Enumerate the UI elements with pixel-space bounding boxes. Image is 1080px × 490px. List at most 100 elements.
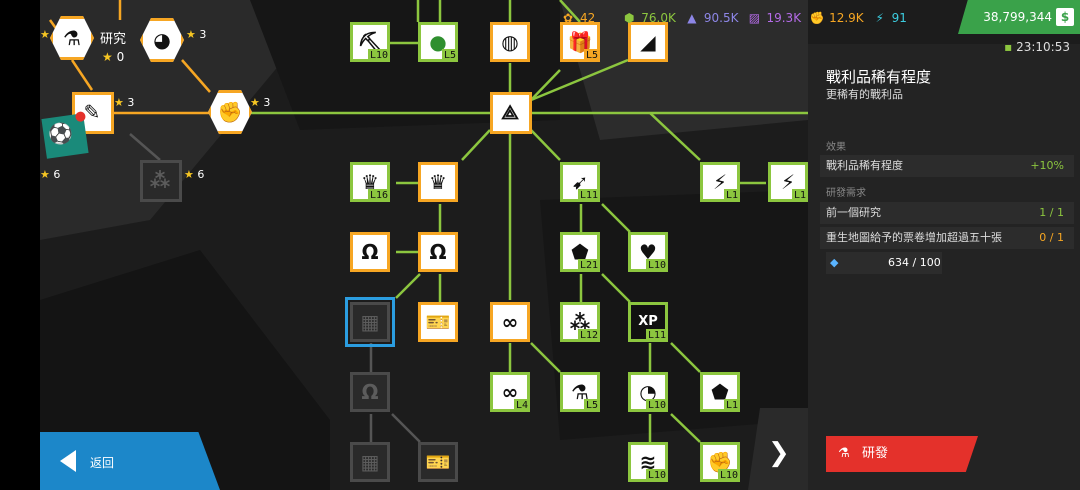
node-rocket[interactable]: ➹L11	[560, 162, 600, 202]
rocket-icon: ➹	[571, 170, 589, 194]
level-badge: L1	[723, 399, 740, 412]
fist-icon: ✊	[217, 100, 243, 124]
node-crown[interactable]: ♛	[418, 162, 458, 202]
node-mountain[interactable]: ◢	[628, 22, 668, 62]
level-badge: L16	[367, 189, 390, 202]
tickets-icon: 🎫	[425, 310, 451, 334]
heart-icon: ♥	[639, 240, 657, 264]
level-badge: L11	[577, 189, 600, 202]
level-badge: L10	[367, 49, 390, 62]
node-shield[interactable]: ⬟L21	[560, 232, 600, 272]
node-crown-gift[interactable]: ♛L16	[350, 162, 390, 202]
star-count-c: ★ 3	[114, 96, 135, 109]
effect-row: 戰利品稀有程度+10%	[820, 155, 1074, 177]
node-map-stars-selected[interactable]: ▦	[345, 297, 395, 347]
node-globe[interactable]: ◍	[490, 22, 530, 62]
node-loot-rarity[interactable]: ⟁	[490, 92, 532, 134]
ring-check-icon: Ω	[361, 240, 379, 264]
node-chain[interactable]: ∞	[490, 302, 530, 342]
node-tickets[interactable]: 🎫	[418, 302, 458, 342]
tree-connections	[48, 0, 808, 443]
star-count-e: ★ 6	[40, 168, 61, 181]
node-drops[interactable]: ⁂L12	[560, 302, 600, 342]
tickets-icon: 🎫	[425, 450, 451, 474]
back-arrow-icon	[60, 450, 76, 472]
triangle-icon: ▲	[687, 11, 697, 25]
drops-icon: ⁂	[569, 310, 591, 334]
node-bolt-2[interactable]: ⚡L1	[768, 162, 808, 202]
node-ring-gift-locked[interactable]: Ω	[350, 372, 390, 412]
pacman-icon: ◕	[153, 28, 171, 52]
node-map-stars-locked[interactable]: ▦	[350, 442, 390, 482]
timer: ▪ 23:10:53	[1004, 40, 1070, 54]
requirement-header: 研發需求	[826, 188, 866, 199]
level-badge: L10	[645, 259, 668, 272]
money-display[interactable]: 38,799,344$	[958, 0, 1080, 34]
node-ring-check[interactable]: Ω	[350, 232, 390, 272]
shield-icon: ⬟	[571, 240, 589, 264]
node-shield-2[interactable]: ⬟L1	[700, 372, 740, 412]
fist-icon: ✊	[809, 11, 825, 25]
node-bolt-1[interactable]: ⚡L1	[700, 162, 740, 202]
node-ring-gift[interactable]: Ω	[418, 232, 458, 272]
level-badge: L4	[513, 399, 530, 412]
star-count-a: ★ 3	[40, 28, 61, 41]
resource-cyan: ⚡91	[872, 10, 907, 26]
gauge-icon: ◔	[639, 380, 657, 404]
cash-small-icon: ▪	[1004, 40, 1013, 54]
back-button[interactable]: 返回	[40, 432, 220, 490]
shield-icon: ⬟	[711, 380, 729, 404]
node-heart[interactable]: ♥L10	[628, 232, 668, 272]
node-chain-star[interactable]: ∞L4	[490, 372, 530, 412]
ticket-cost: ◆634 / 100	[826, 252, 942, 274]
node-tickets-locked[interactable]: 🎫	[418, 442, 458, 482]
node-gauge[interactable]: ◔L10	[628, 372, 668, 412]
level-badge: L5	[583, 399, 600, 412]
panel-subtitle: 更稀有的戰利品	[826, 88, 903, 101]
node-jagged[interactable]: ≋L10	[628, 442, 668, 482]
hex-icon: ⬢	[624, 11, 635, 25]
jagged-icon: ≋	[639, 450, 657, 474]
star-count-f: ★ 6	[184, 168, 205, 181]
node-pickaxe[interactable]: ⛏L10	[350, 22, 390, 62]
map-stars-icon: ▦	[360, 450, 380, 474]
node-ball-teal[interactable]: ⚽	[41, 111, 89, 159]
bomb-icon: ●	[429, 30, 447, 54]
research-stars: ★ 0	[102, 50, 125, 64]
globe-icon: ◍	[501, 30, 519, 54]
chevron-right-icon: ❯	[768, 438, 790, 468]
research-title: 研究	[100, 32, 127, 47]
level-badge: L1	[791, 189, 808, 202]
level-badge: L5	[441, 49, 458, 62]
resource-shards: ✿42	[560, 10, 595, 26]
level-badge: L10	[645, 469, 668, 482]
effect-header: 效果	[826, 142, 846, 153]
cash-icon: $	[1056, 8, 1074, 26]
research-button[interactable]: ⚗研發	[826, 436, 978, 472]
rose-icon: ✿	[562, 11, 574, 25]
map-stars-icon: ▦	[360, 310, 380, 334]
crown-gift-icon: ♛	[361, 170, 379, 194]
ticket-icon: ◆	[830, 256, 839, 269]
ball-icon: ⚽	[46, 119, 75, 148]
chain-star-icon: ∞	[501, 380, 519, 404]
node-bomb[interactable]: ●L5	[418, 22, 458, 62]
ring-gift-icon: Ω	[361, 380, 379, 404]
node-gift[interactable]: 🎁L5	[560, 22, 600, 62]
left-edge	[0, 0, 40, 490]
level-badge: L5	[583, 49, 600, 62]
research-detail-panel: 戰利品稀有程度 更稀有的戰利品 效果 戰利品稀有程度+10% 研發需求 前一個研…	[808, 44, 1080, 490]
resource-blue: ▲90.5K	[684, 10, 738, 26]
level-badge: L11	[645, 329, 668, 342]
level-badge: L21	[577, 259, 600, 272]
ring-gift-icon: Ω	[429, 240, 447, 264]
node-fist-right[interactable]: ✊L10	[700, 442, 740, 482]
star-count-b: ★ 3	[186, 28, 207, 41]
tube-icon: ⚗	[571, 380, 589, 404]
node-tube[interactable]: ⚗L5	[560, 372, 600, 412]
node-drops-locked[interactable]: ⁂	[140, 160, 182, 202]
star-count-d: ★ 3	[250, 96, 271, 109]
